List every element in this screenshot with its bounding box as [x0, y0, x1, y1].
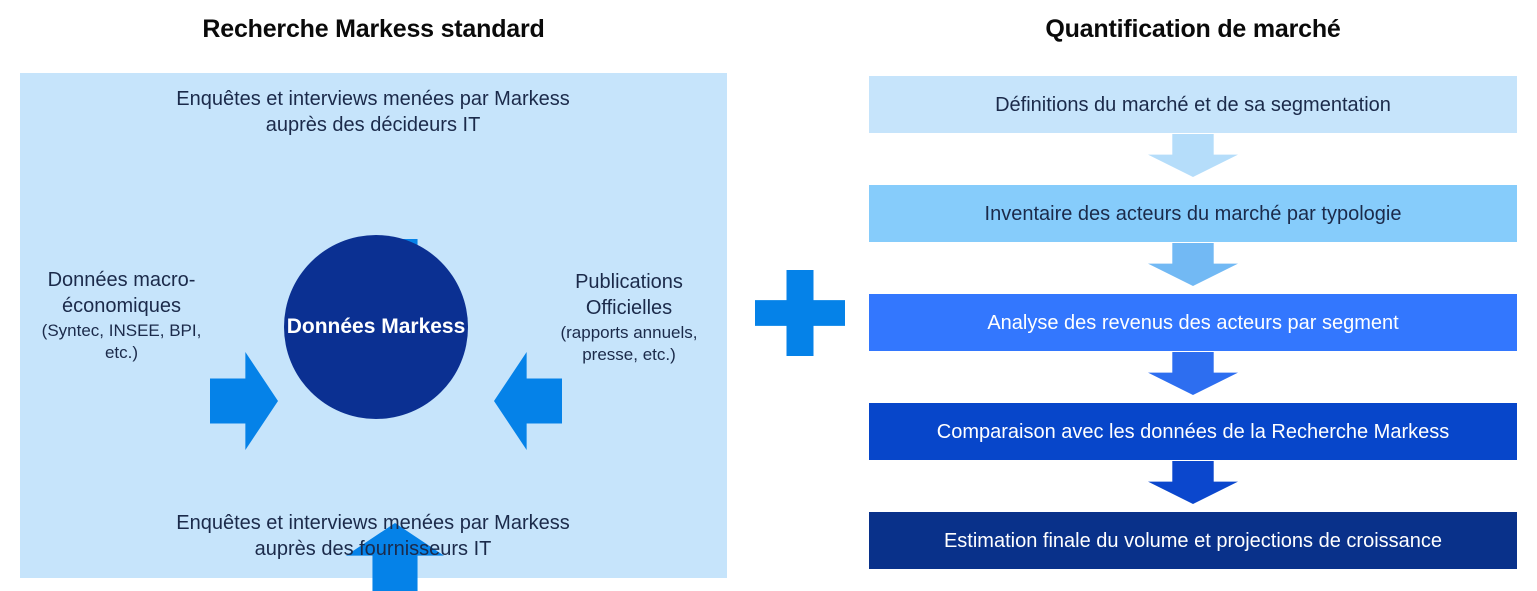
caption-right-main: Publications Officielles [575, 271, 683, 320]
caption-right-official-publications: Publications Officielles (rapports annue… [540, 269, 718, 366]
caption-right-sub: (rapports annuels, presse, etc.) [560, 322, 698, 364]
quantification-flow: Définitions du marché et de sa segmentat… [869, 76, 1517, 569]
flow-step-2: Inventaire des acteurs du marché par typ… [869, 185, 1517, 242]
flow-step-5: Estimation finale du volume et projectio… [869, 512, 1517, 569]
flow-step-label: Estimation finale du volume et projectio… [943, 529, 1443, 552]
caption-top-it-decision-makers: Enquêtes et interviews menées par Markes… [176, 88, 570, 137]
caption-left-sub: (Syntec, INSEE, BPI, etc.) [41, 320, 202, 362]
flow-step-label: Définitions du marché et de sa segmentat… [995, 93, 1391, 116]
arrow-right-icon [210, 352, 278, 450]
flow-connector-arrow-down-icon-1 [1148, 134, 1238, 177]
caption-left-main: Données macro-économiques [47, 269, 196, 318]
flow-step-label: Analyse des revenus des acteurs par segm… [987, 311, 1399, 334]
flow-step-3: Analyse des revenus des acteurs par segm… [869, 294, 1517, 351]
flow-connector-arrow-down-icon-2 [1148, 243, 1238, 286]
arrow-left-icon [494, 352, 562, 450]
flow-step-1: Définitions du marché et de sa segmentat… [869, 76, 1517, 133]
flow-connector-arrow-down-icon-4 [1148, 461, 1238, 504]
flow-step-label: Comparaison avec les données de la Reche… [936, 420, 1450, 443]
right-panel-title: Quantification de marché [1045, 15, 1341, 43]
caption-left-macro-economic: Données macro-économiques (Syntec, INSEE… [34, 267, 209, 364]
left-panel-title: Recherche Markess standard [202, 15, 545, 43]
recherche-markess-panel: Enquêtes et interviews menées par Markes… [20, 73, 727, 591]
flow-step-label: Inventaire des acteurs du marché par typ… [984, 202, 1402, 225]
flow-connector-arrow-down-icon-3 [1148, 352, 1238, 395]
caption-bottom-it-suppliers: Enquêtes et interviews menées par Markes… [176, 512, 570, 561]
donnees-markess-circle: Données Markess [284, 235, 468, 419]
plus-icon [755, 270, 845, 356]
flow-step-4: Comparaison avec les données de la Reche… [869, 403, 1517, 460]
circle-label: Données Markess [286, 315, 466, 339]
